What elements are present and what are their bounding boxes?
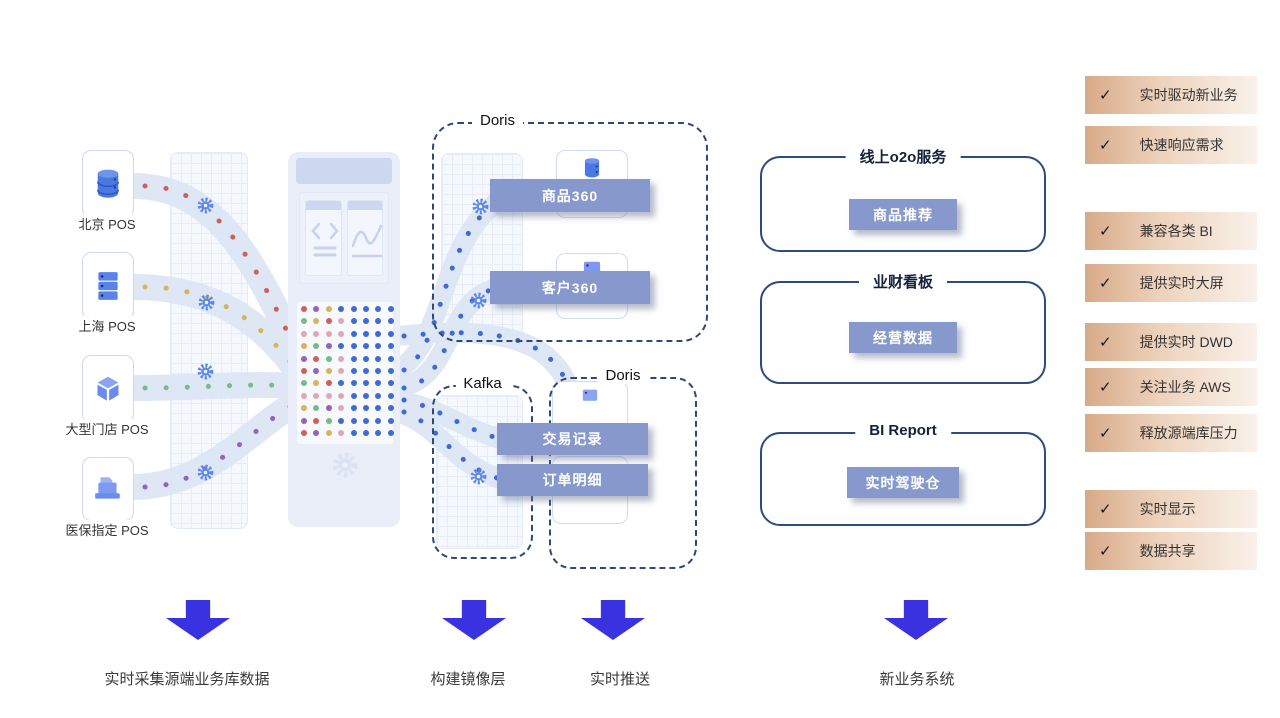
source-card-beijing [82,150,134,218]
check-icon: ✓ [1099,223,1112,240]
benefit-item: ✓ 数据共享 [1085,532,1257,570]
database-icon [96,169,120,198]
code-window-titlebar [306,201,341,210]
benefit-label: 实时驱动新业务 [1139,87,1238,103]
benefit-item: ✓ 兼容各类 BI [1085,212,1257,250]
biz-box-o2o: 线上o2o服务 商品推荐 [760,146,1046,252]
source-card-large-store [82,355,134,423]
benefit-item: ✓ 提供实时大屏 [1085,264,1257,302]
source-label-medical: 医保指定 POS [62,520,152,539]
source-card-medical [82,457,134,521]
kafka-cluster-label: Kafka [455,375,510,392]
check-icon: ✓ [1099,501,1112,518]
database-icon [584,158,600,178]
down-arrow-icon [442,600,506,640]
step-label-mirror: 构建镜像层 [430,671,506,688]
benefit-label: 快速响应需求 [1139,137,1224,153]
sync-engine [288,152,400,527]
data-dot-matrix [297,302,394,444]
benefit-item: ✓ 关注业务 AWS [1085,368,1257,406]
check-icon: ✓ [1099,334,1112,351]
benefit-item: ✓ 实时驱动新业务 [1085,76,1257,114]
source-card-shanghai [82,252,134,320]
banner-order-details: 订单明细 [497,464,648,496]
biz-box-bi-report: BI Report 实时驾驶仓 [760,422,1046,526]
banner-product-360: 商品360 [490,179,650,212]
sync-engine-header [296,158,392,184]
doris-top-cluster: Doris [432,112,708,342]
doris-bottom-cluster-label: Doris [597,367,649,384]
down-arrow-icon [166,600,230,640]
source-label-shanghai: 上海 POS [75,316,139,335]
cube-icon [97,376,119,401]
biz-tag-product-recommend: 商品推荐 [849,199,957,230]
biz-tag-operating-data: 经营数据 [849,322,957,353]
banner-customer-360: 客户360 [490,271,650,304]
biz-box-o2o-title: 线上o2o服务 [845,146,961,167]
down-arrow-icon [581,600,645,640]
benefit-label: 关注业务 AWS [1139,379,1231,395]
check-icon: ✓ [1099,137,1112,154]
sync-engine-screen [299,192,389,284]
code-window [305,200,342,276]
server-icon [98,272,118,300]
source-label-beijing: 北京 POS [75,214,139,233]
step-label-collect: 实时采集源端业务库数据 [104,671,270,688]
benefit-label: 提供实时大屏 [1139,275,1224,291]
pos-terminal-icon [95,477,120,499]
step-label-new-business: 新业务系统 [879,671,955,688]
biz-box-finance-board-title: 业财看板 [858,271,948,292]
benefit-item: ✓ 释放源端库压力 [1085,414,1257,452]
benefit-label: 实时显示 [1139,501,1196,517]
chart-window [346,200,383,276]
code-icon [311,222,339,257]
benefit-label: 兼容各类 BI [1139,223,1213,239]
gear-watermark-icon [330,450,360,480]
source-label-large-store: 大型门店 POS [62,419,152,438]
benefit-label: 数据共享 [1139,543,1196,559]
doris-top-cluster-label: Doris [472,112,524,129]
benefit-item: ✓ 快速响应需求 [1085,126,1257,164]
table-icon [582,389,598,401]
biz-box-finance-board: 业财看板 经营数据 [760,271,1046,384]
check-icon: ✓ [1099,379,1112,396]
curve-chart-icon [351,224,382,258]
ingest-grid-panel [170,152,248,529]
down-arrow-icon [884,600,948,640]
banner-transaction-records: 交易记录 [497,423,648,455]
chart-window-titlebar [347,201,382,210]
check-icon: ✓ [1099,87,1112,104]
biz-box-bi-report-title: BI Report [855,422,951,439]
step-label-push: 实时推送 [589,671,651,688]
benefit-label: 提供实时 DWD [1139,334,1233,350]
check-icon: ✓ [1099,543,1112,560]
benefit-item: ✓ 提供实时 DWD [1085,323,1257,361]
check-icon: ✓ [1099,425,1112,442]
benefit-label: 释放源端库压力 [1139,425,1238,441]
check-icon: ✓ [1099,275,1112,292]
benefit-item: ✓ 实时显示 [1085,490,1257,528]
biz-tag-realtime-cockpit: 实时驾驶仓 [847,467,959,498]
